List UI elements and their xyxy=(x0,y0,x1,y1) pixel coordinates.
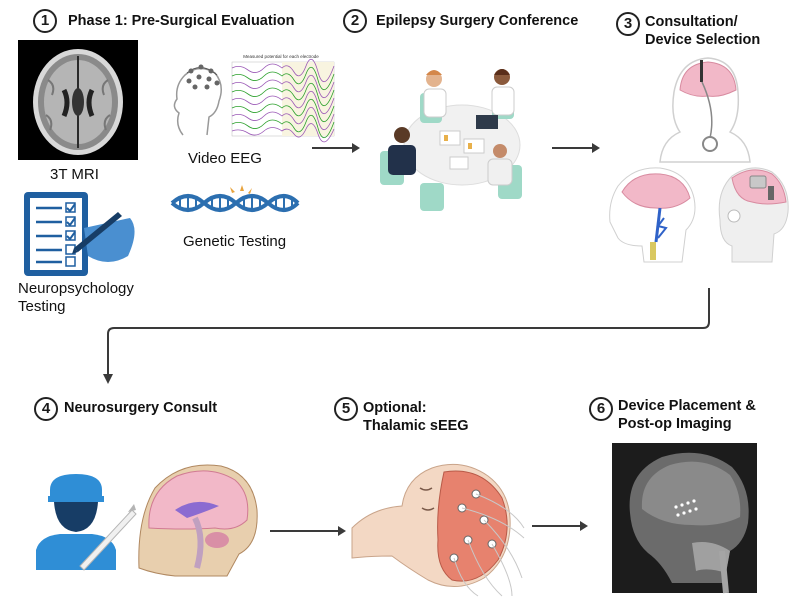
step-1-number: 1 xyxy=(33,9,57,33)
eeg-chart-title: Measured potential for each electrode xyxy=(243,54,319,59)
step-3-title-line2: Device Selection xyxy=(645,32,761,48)
dna-icon xyxy=(170,185,300,212)
arrow-4-to-5 xyxy=(270,526,346,536)
step-5-number: 5 xyxy=(334,397,358,421)
step-1-title: Phase 1: Pre-Surgical Evaluation xyxy=(68,13,295,29)
step-2-title: Epilepsy Surgery Conference xyxy=(376,13,579,29)
conference-table-icon xyxy=(380,69,522,211)
arrow-3-to-4 xyxy=(103,288,710,384)
eeg-chart-icon: Measured potential for each electrode xyxy=(226,52,336,143)
implant-head-icon xyxy=(659,57,751,163)
step-6-number: 6 xyxy=(589,397,613,421)
arrow-1-to-2 xyxy=(312,143,360,153)
eeg-head-icon xyxy=(173,64,222,136)
step-3-number: 3 xyxy=(616,12,640,36)
mri-brain-icon xyxy=(18,40,138,160)
clipboard-icon xyxy=(24,192,135,276)
eeg-label: Video EEG xyxy=(188,150,262,167)
neuropsych-label-line1: Neuropsychology xyxy=(18,280,134,297)
arrow-5-to-6 xyxy=(532,521,588,531)
neuropsych-label-line2: Testing xyxy=(18,298,66,315)
xray-skull-icon xyxy=(612,443,757,594)
mri-label: 3T MRI xyxy=(50,166,99,183)
genetic-label: Genetic Testing xyxy=(183,233,287,250)
step-6-title-line1: Device Placement & xyxy=(618,398,756,414)
neurosurgeon-icon xyxy=(36,474,137,571)
seeg-head-icon xyxy=(351,463,525,597)
step-6-title-line2: Post-op Imaging xyxy=(618,416,732,432)
step-4-number: 4 xyxy=(34,397,58,421)
step-3-title-line1: Consultation/ xyxy=(645,14,738,30)
step-5-title-line1: Optional: xyxy=(363,400,427,416)
vns-head-icon xyxy=(609,167,696,263)
brain-sagittal-icon xyxy=(138,464,258,577)
step-5-title-line2: Thalamic sEEG xyxy=(363,418,469,434)
step-2-number: 2 xyxy=(343,9,367,33)
arrow-2-to-3 xyxy=(552,143,600,153)
rns-skull-icon xyxy=(718,167,789,263)
step-4-title: Neurosurgery Consult xyxy=(64,400,218,416)
